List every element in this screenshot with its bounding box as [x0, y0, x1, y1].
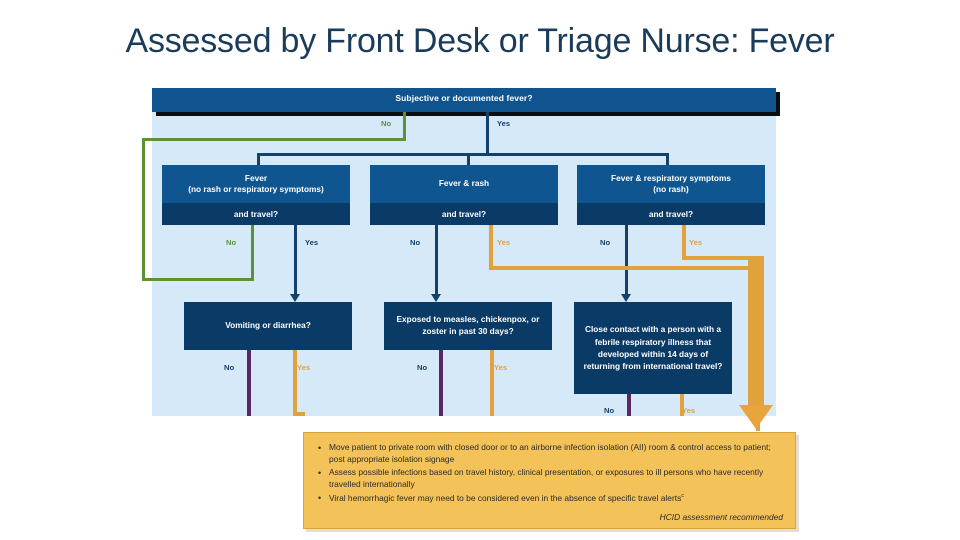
green-connector-root-stub: [403, 112, 406, 141]
action-bullet-3-text: Viral hemorrhagic fever may need to be c…: [329, 492, 682, 503]
row3-box3-no-label: No: [604, 406, 615, 415]
navy-drop-to-box3: [666, 153, 669, 165]
box3-no-label: No: [600, 238, 611, 247]
root-question-box: Subjective or documented fever?: [152, 88, 776, 112]
root-branch-no-label: No: [381, 119, 392, 128]
decision-box-fever-line2: (no rash or respiratory symptoms): [188, 184, 324, 194]
action-bullet-3-superscript: c: [681, 492, 685, 499]
purple-row3-box2-no: [439, 350, 443, 416]
orange-main-outflow-line: [748, 256, 764, 408]
decision-box-fever-rash-line1: Fever & rash: [438, 178, 490, 189]
box1-yes-label: Yes: [305, 238, 319, 247]
navy-box3-no-arrow: [621, 294, 631, 302]
row3-box1-no-label: No: [224, 363, 235, 372]
page-title: Assessed by Front Desk or Triage Nurse: …: [125, 22, 835, 60]
decision-box-close-contact: Close contact with a person with a febri…: [574, 302, 732, 394]
action-panel: Move patient to private room with closed…: [303, 432, 796, 529]
orange-box3-yes-line: [682, 225, 686, 259]
navy-box1-yes-line: [294, 225, 297, 298]
decision-box-fever-line1: Fever: [244, 172, 268, 183]
box2-no-label: No: [410, 238, 421, 247]
decision-box-fever: Fever (no rash or respiratory symptoms) …: [162, 165, 350, 225]
top-bar-shadow: [156, 112, 780, 116]
navy-trunk-vertical: [486, 112, 489, 155]
decision-box-fever-respiratory-line2: (no rash): [653, 184, 689, 194]
action-bullet-list: Move patient to private room with closed…: [304, 433, 795, 505]
row3-box2-no-label: No: [417, 363, 428, 372]
hcid-note: HCID assessment recommended: [659, 512, 783, 522]
row3-box3-yes-label: Yes: [682, 406, 696, 415]
decision-box-fever-rash: Fever & rash and travel?: [370, 165, 558, 225]
row3-box2-yes-label: Yes: [494, 363, 508, 372]
action-bullet-3: Viral hemorrhagic fever may need to be c…: [318, 492, 781, 505]
navy-drop-to-box2: [467, 153, 470, 165]
action-bullet-2: Assess possible infections based on trav…: [318, 467, 781, 491]
flowchart-canvas: Subjective or documented fever? No Yes F…: [142, 88, 780, 431]
green-connector-left-vertical: [142, 138, 145, 281]
navy-box1-yes-arrow: [290, 294, 300, 302]
green-connector-box1-no: [251, 225, 254, 281]
navy-box2-no-arrow: [431, 294, 441, 302]
box2-yes-label: Yes: [497, 238, 511, 247]
action-bullet-1: Move patient to private room with closed…: [318, 442, 781, 466]
orange-lower-rail: [489, 266, 760, 270]
decision-box-fever-respiratory: Fever & respiratory symptoms (no rash) a…: [577, 165, 765, 225]
decision-box-vomiting: Vomiting or diarrhea?: [184, 302, 352, 350]
root-question-text: Subjective or documented fever?: [395, 93, 533, 103]
purple-row3-box1-no: [247, 350, 251, 416]
decision-box-fever-rash-travel: and travel?: [370, 203, 558, 225]
purple-row3-box3-no: [627, 394, 631, 416]
row3-box1-yes-label: Yes: [297, 363, 311, 372]
box1-no-label: No: [226, 238, 237, 247]
decision-box-fever-respiratory-travel: and travel?: [577, 203, 765, 225]
green-connector-lower-horizontal: [142, 278, 254, 281]
orange-row3-box2-yes: [490, 350, 494, 416]
orange-upper-rail: [682, 256, 760, 260]
box3-yes-label: Yes: [689, 238, 703, 247]
orange-main-outflow-arrow: [739, 405, 773, 429]
decision-box-fever-travel: and travel?: [162, 203, 350, 225]
navy-drop-to-box1: [257, 153, 260, 165]
navy-trunk-horizontal: [257, 153, 669, 156]
orange-row3-box1-yes: [293, 350, 297, 416]
green-connector-root-horizontal: [142, 138, 406, 141]
root-branch-yes-label: Yes: [497, 119, 511, 128]
navy-box3-no-line: [625, 225, 628, 298]
navy-box2-no-line: [435, 225, 438, 298]
orange-row3-box1-yes-elbow: [293, 412, 305, 416]
decision-box-measles-exposure: Exposed to measles, chickenpox, or zoste…: [384, 302, 552, 350]
orange-row3-box3-yes: [680, 394, 684, 416]
top-bar-shadow-right: [776, 92, 780, 116]
decision-box-fever-respiratory-line1: Fever & respiratory symptoms: [611, 172, 731, 183]
orange-box2-yes-line: [489, 225, 493, 270]
